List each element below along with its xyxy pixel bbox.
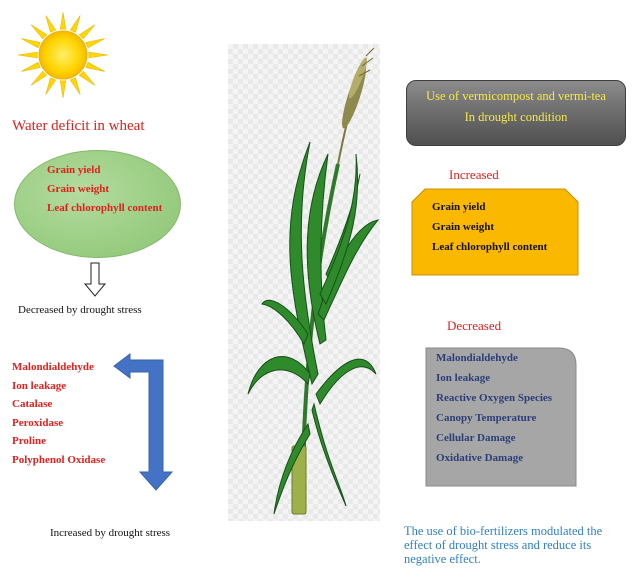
drought-condition-label: In drought condition (464, 110, 568, 124)
sun-ray (30, 24, 48, 40)
bio-fertilizer-conclusion: The use of bio-fertilizers modulated the… (404, 524, 603, 566)
decreased-item-list: Malondialdehyde Ion leakage Reactive Oxy… (436, 352, 574, 472)
sun-ray (69, 15, 81, 33)
decreased-parameters-box (425, 347, 577, 487)
list-item: Peroxidase (12, 416, 64, 429)
water-deficit-title: Water deficit in wheat (12, 118, 145, 134)
list-item: Ion leakage (12, 379, 67, 392)
list-item: Reactive Oxygen Species (436, 392, 553, 404)
vermicompost-title: Use of vermicompost and vermi-tea (426, 89, 606, 103)
increased-label: Increased (449, 167, 499, 182)
sun-ray (78, 70, 96, 86)
list-item: Catalase (12, 398, 53, 410)
increased-item-list: Grain yield Grain weight Leaf chlorophyl… (432, 200, 572, 260)
sun-ray (59, 80, 67, 98)
sun-ray (59, 12, 67, 30)
decreased-by-drought-caption: Decreased by drought stress (18, 304, 142, 316)
list-item: Grain yield (432, 201, 486, 213)
hollow-down-arrow-icon (83, 262, 107, 297)
increased-parameters-list: Malondialdehyde Ion leakage Catalase Per… (12, 360, 105, 471)
sun-ray (17, 51, 38, 59)
list-item: Malondialdehyde (12, 361, 94, 373)
list-item: Ion leakage (436, 372, 491, 384)
sun-ray (69, 77, 81, 95)
list-item: Malondialdehyde (436, 352, 518, 364)
increased-by-drought-caption: Increased by drought stress (50, 527, 171, 539)
list-item: Grain yield (47, 164, 101, 176)
sun-ray (45, 77, 57, 95)
decreased-parameters-ellipse (14, 150, 181, 258)
list-item: Grain weight (432, 221, 495, 233)
decreased-label: Decreased (447, 318, 502, 333)
blue-bent-arrow-icon (113, 353, 174, 491)
sun-ray (45, 15, 57, 33)
sun-ray (85, 61, 105, 72)
ellipse-item-list: Grain yield Grain weight Leaf chlorophyl… (47, 163, 167, 220)
sun-ray (30, 70, 48, 86)
sun-ray (21, 38, 41, 49)
list-item: Canopy Temperature (436, 412, 537, 424)
list-item: Proline (12, 435, 47, 447)
sun-ray (21, 61, 41, 72)
wheat-plant-icon (247, 47, 380, 515)
list-item: Cellular Damage (436, 432, 516, 444)
list-item: Leaf chlorophyll content (432, 241, 548, 253)
list-item: Grain weight (47, 183, 110, 195)
list-item: Polyphenol Oxidase (12, 453, 106, 466)
sun-ray (88, 51, 109, 59)
increased-parameters-box (411, 188, 579, 276)
sun-ray (78, 24, 96, 40)
list-item: Oxidative Damage (436, 452, 524, 464)
vermicompost-box: Use of vermicompost and vermi-tea In dro… (406, 80, 626, 146)
sun-icon (17, 12, 109, 98)
list-item: Leaf chlorophyll content (47, 202, 163, 214)
sun-ray (85, 38, 105, 49)
